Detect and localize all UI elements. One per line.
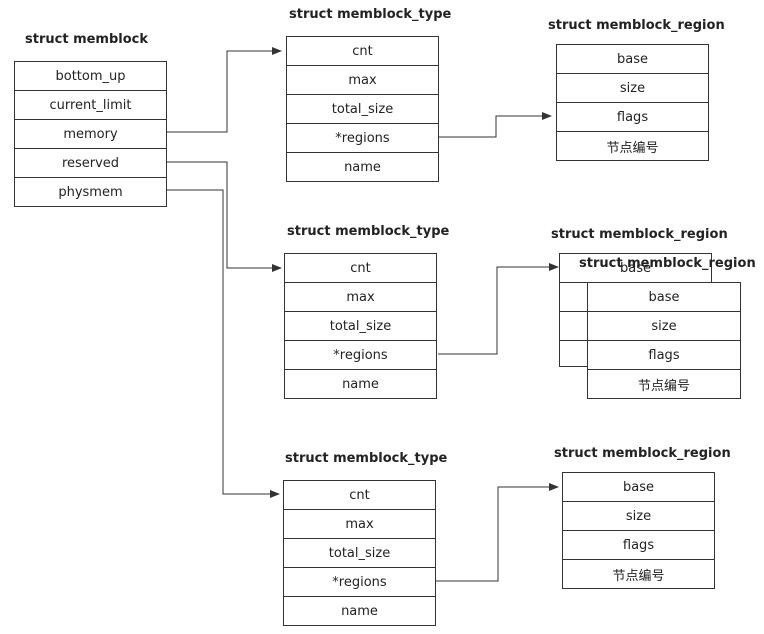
- memblock-type-2: cnt max total_size *regions name: [284, 253, 437, 399]
- memblock-title: struct memblock: [25, 32, 149, 47]
- physmem-arrow: [166, 189, 280, 498]
- type2-field-max: max: [285, 283, 436, 312]
- type1-field-cnt: cnt: [287, 37, 438, 66]
- type1-field-total-size: total_size: [287, 95, 438, 124]
- type1-field-regions: *regions: [287, 124, 438, 153]
- regions-arrow-2: [438, 263, 559, 355]
- type3-field-cnt: cnt: [284, 481, 435, 510]
- type2-field-regions: *regions: [285, 341, 436, 370]
- memory-arrow: [166, 47, 282, 133]
- region2-field-node-id: 节点编号: [637, 378, 690, 394]
- memblock-type-3: cnt max total_size *regions name: [283, 480, 436, 626]
- memblock-type-1: cnt max total_size *regions name: [286, 36, 439, 182]
- region1-field-node-id: 节点编号: [606, 140, 659, 156]
- region1-field-flags: flags: [557, 103, 708, 132]
- region-title-1: struct memblock_region: [548, 18, 725, 33]
- type3-field-regions: *regions: [284, 568, 435, 597]
- region1-field-base: base: [557, 45, 708, 74]
- reserved-arrow: [166, 161, 282, 272]
- type2-field-total-size: total_size: [285, 312, 436, 341]
- type2-field-cnt: cnt: [285, 254, 436, 283]
- memblock-struct: bottom_up current_limit memory reserved …: [14, 61, 167, 207]
- memblock-region-1: base size flags 节点编号: [556, 44, 709, 161]
- memblock-field-reserved: reserved: [15, 149, 166, 178]
- region3-field-node-id: 节点编号: [612, 568, 665, 584]
- type-title-2: struct memblock_type: [287, 224, 450, 239]
- memblock-field-current-limit: current_limit: [15, 91, 166, 120]
- memblock-field-bottom-up: bottom_up: [15, 62, 166, 91]
- type1-field-name: name: [344, 159, 381, 175]
- memblock-field-memory: memory: [15, 120, 166, 149]
- region2-field-base: base: [588, 283, 740, 312]
- type3-field-total-size: total_size: [284, 539, 435, 568]
- region3-field-size: size: [563, 502, 714, 531]
- type-title-1: struct memblock_type: [289, 7, 452, 22]
- type1-field-max: max: [287, 66, 438, 95]
- region-title-2: struct memblock_region: [551, 227, 728, 242]
- memblock-region-2: base size flags 节点编号: [587, 282, 741, 399]
- region3-field-base: base: [563, 473, 714, 502]
- memblock-region-3: base size flags 节点编号: [562, 472, 715, 589]
- region-title-3: struct memblock_region: [554, 446, 731, 461]
- type3-field-name: name: [341, 603, 378, 619]
- memblock-field-physmem: physmem: [58, 184, 123, 200]
- type2-field-name: name: [342, 376, 379, 392]
- region2-field-size: size: [588, 312, 740, 341]
- region3-field-flags: flags: [563, 531, 714, 560]
- region2-field-flags: flags: [588, 341, 740, 370]
- regions-arrow-3: [436, 483, 559, 582]
- region1-field-size: size: [557, 74, 708, 103]
- region-title-2-front: struct memblock_region: [579, 256, 756, 271]
- regions-arrow-1: [438, 112, 552, 138]
- type-title-3: struct memblock_type: [285, 451, 448, 466]
- type3-field-max: max: [284, 510, 435, 539]
